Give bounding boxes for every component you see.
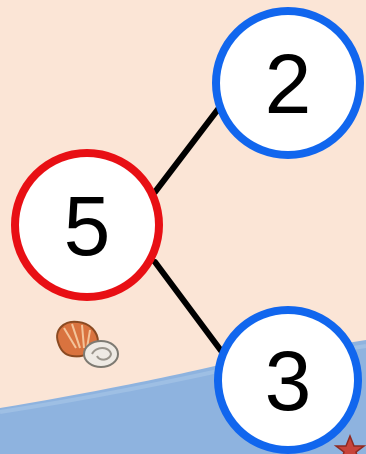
part-node-bottom-value: 3	[265, 334, 312, 428]
seashell-icon	[56, 320, 119, 368]
part-node-bottom-circle	[214, 306, 362, 454]
part-node-bottom: 3	[214, 306, 362, 454]
part-node-top-value: 2	[265, 37, 312, 131]
part-node-top: 2	[212, 7, 364, 159]
whole-node: 5	[11, 149, 163, 301]
whole-node-circle	[11, 149, 163, 301]
starfish-icon	[333, 433, 366, 454]
whole-node-value: 5	[64, 179, 111, 273]
connector-whole-to-part-bottom	[152, 259, 225, 355]
part-node-top-circle	[212, 7, 364, 159]
connector-whole-to-part-top	[152, 101, 225, 195]
